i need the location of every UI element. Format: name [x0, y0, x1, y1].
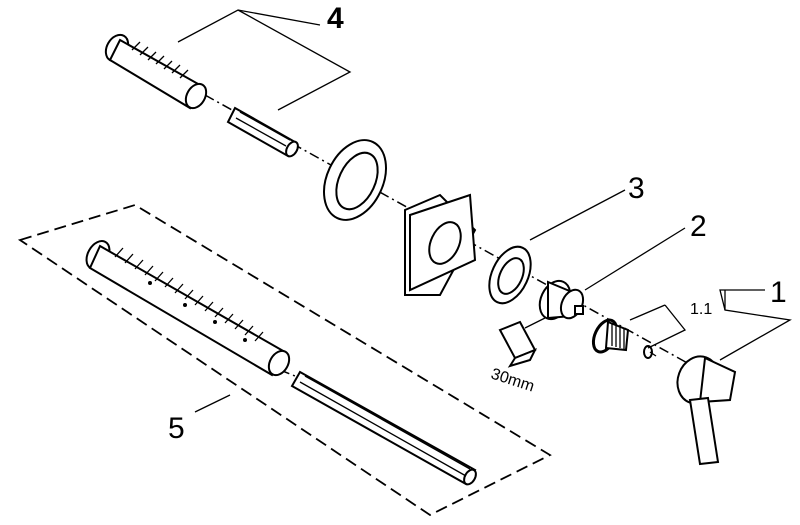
- leader-lines: [177, 9, 792, 413]
- extension-sleeve-short: [104, 33, 208, 110]
- flange-nut: [538, 279, 585, 321]
- square-escutcheon: [404, 193, 477, 296]
- extension-spindle-long: [290, 370, 477, 486]
- lever-handle: [676, 355, 737, 466]
- callout-1: 1: [770, 276, 787, 309]
- extension-sleeve-long: [85, 240, 291, 377]
- callout-4: 4: [327, 2, 344, 35]
- callout-5: 5: [168, 412, 185, 445]
- callout-3: 3: [628, 172, 645, 205]
- hex-socket-key: [498, 317, 546, 368]
- screw: [643, 345, 657, 359]
- spring-ring: [323, 139, 387, 221]
- callout-1-1: 1.1: [690, 301, 712, 318]
- wrench-size-label: 30mm: [489, 366, 537, 396]
- extension-spindle-short: [226, 106, 299, 158]
- washer: [488, 245, 532, 305]
- cartridge: [591, 318, 630, 354]
- kit-5-boundary: [17, 204, 552, 517]
- callout-2: 2: [690, 210, 707, 243]
